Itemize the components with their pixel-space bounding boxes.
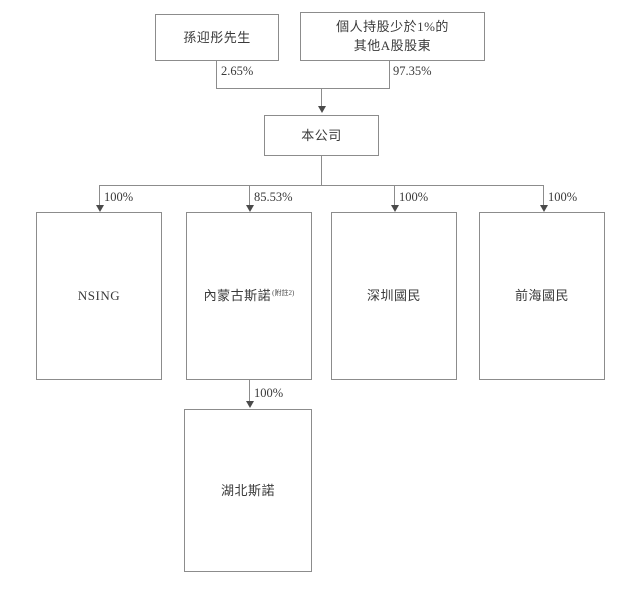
edge-label-inner-mongolia-to-hubei: 100%	[254, 386, 284, 400]
edge-label-company-to-qianhai: 100%	[548, 190, 578, 204]
node-inner-mongolia-sinuo-footnote: (附註2)	[272, 288, 295, 297]
edge-merge-bar-top	[216, 88, 390, 89]
node-shenzhen-guomin-label: 深圳國民	[366, 288, 421, 304]
edge-line-sun-vertical	[216, 61, 217, 89]
node-inner-mongolia-sinuo: 內蒙古斯諾(附註2)	[186, 212, 312, 380]
node-shareholder-sun: 孫迎彤先生	[155, 14, 279, 61]
node-inner-mongolia-sinuo-label: 內蒙古斯諾(附註2)	[204, 287, 295, 305]
edge-distribution-bar	[99, 185, 543, 186]
edge-arrow-to-inner-mongolia	[246, 205, 254, 212]
node-shenzhen-guomin: 深圳國民	[331, 212, 457, 380]
node-shareholder-other-a-line2: 其他A股股東	[353, 37, 432, 53]
node-shareholder-other-a-shares: 個人持股少於1%的 其他A股股東	[300, 12, 485, 61]
node-qianhai-guomin-label: 前海國民	[514, 288, 569, 304]
edge-trunk-company-down	[321, 156, 322, 185]
edge-label-other-a-to-company: 97.35%	[393, 64, 432, 78]
node-inner-mongolia-sinuo-name: 內蒙古斯諾	[203, 288, 272, 304]
edge-line-to-nsing	[99, 185, 100, 207]
node-nsing: NSING	[36, 212, 162, 380]
node-company: 本公司	[264, 115, 379, 156]
edge-line-to-inner-mongolia	[249, 185, 250, 207]
edge-arrow-to-nsing	[96, 205, 104, 212]
node-shareholder-other-a-shares-label: 個人持股少於1%的 其他A股股東	[336, 18, 449, 56]
edge-line-to-qianhai	[543, 185, 544, 207]
node-company-label: 本公司	[301, 127, 342, 143]
edge-arrow-to-company	[318, 106, 326, 113]
node-shareholder-sun-label: 孫迎彤先生	[183, 29, 251, 45]
node-hubei-sinuo: 湖北斯諾	[184, 409, 312, 572]
node-nsing-label: NSING	[77, 288, 121, 304]
node-qianhai-guomin: 前海國民	[479, 212, 605, 380]
edge-line-to-hubei	[249, 380, 250, 403]
edge-line-to-company	[321, 88, 322, 108]
edge-label-company-to-nsing: 100%	[104, 190, 134, 204]
edge-label-sun-to-company: 2.65%	[221, 64, 254, 78]
edge-line-to-shenzhen	[394, 185, 395, 207]
edge-line-other-a-vertical	[389, 61, 390, 89]
edge-arrow-to-shenzhen	[391, 205, 399, 212]
edge-arrow-to-hubei	[246, 401, 254, 408]
node-shareholder-other-a-line1: 個人持股少於1%的	[336, 18, 449, 34]
edge-label-company-to-shenzhen: 100%	[399, 190, 429, 204]
node-hubei-sinuo-label: 湖北斯諾	[220, 482, 275, 498]
edge-label-company-to-inner-mongolia: 85.53%	[254, 190, 293, 204]
edge-arrow-to-qianhai	[540, 205, 548, 212]
